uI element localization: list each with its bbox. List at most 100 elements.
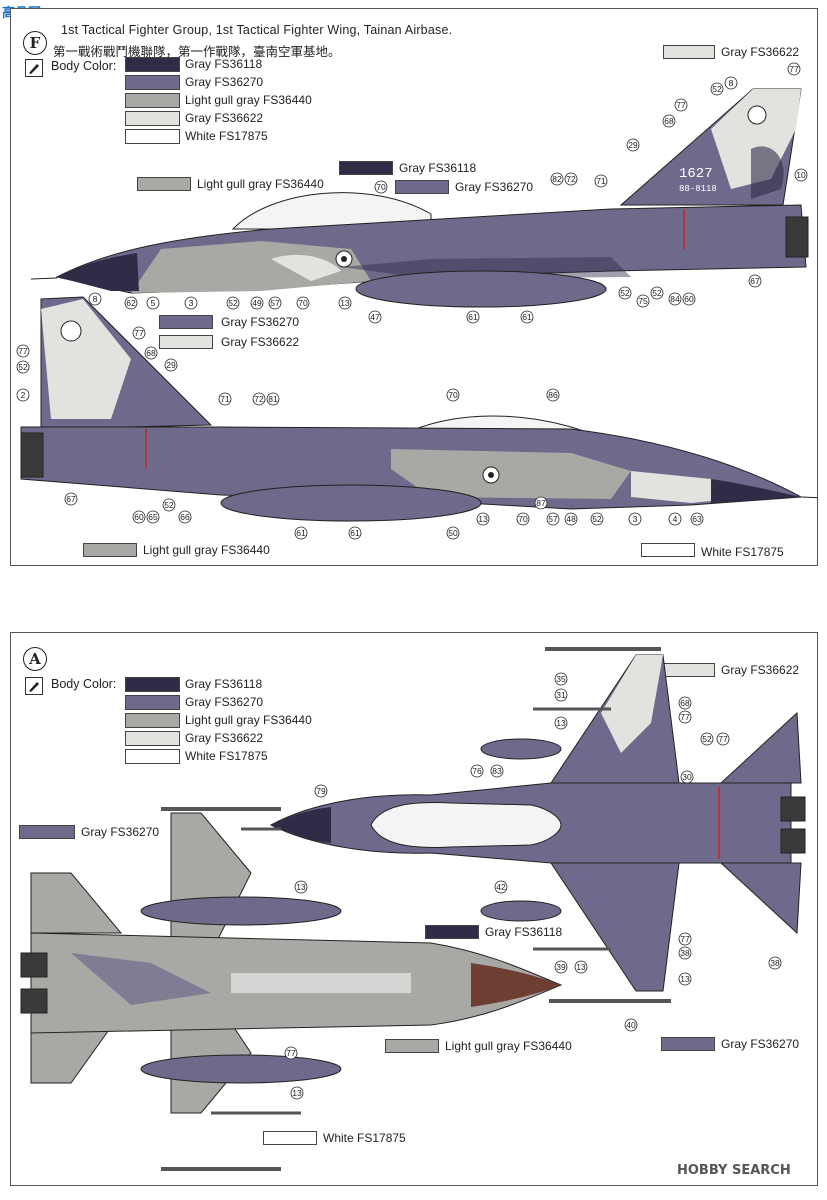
svg-text:72: 72 — [566, 174, 576, 184]
callout-number: 52 — [710, 82, 724, 96]
callout-swatch — [385, 1039, 439, 1053]
svg-text:57: 57 — [548, 514, 558, 524]
callout-swatch — [395, 180, 449, 194]
svg-text:4: 4 — [673, 514, 678, 524]
legend-label: Gray FS36118 — [185, 57, 263, 71]
callout-number: 75 — [636, 294, 650, 308]
callout-number: 60 — [132, 510, 146, 524]
svg-text:70: 70 — [376, 182, 386, 192]
callout-number: 38 — [678, 946, 692, 960]
callout-label: Gray FS36622 — [221, 335, 300, 349]
callout-number: 40 — [624, 1018, 638, 1032]
callout-number: 52 — [16, 360, 30, 374]
callout-swatch — [661, 1037, 715, 1051]
callout-number: 38 — [768, 956, 782, 970]
swatch-fs17875 — [125, 749, 180, 764]
svg-text:61: 61 — [350, 528, 360, 538]
svg-text:70: 70 — [298, 298, 308, 308]
callout-number: 13 — [338, 296, 352, 310]
callout-number: 8 — [724, 76, 738, 90]
svg-text:48: 48 — [566, 514, 576, 524]
svg-text:52: 52 — [164, 500, 174, 510]
svg-text:5: 5 — [151, 298, 156, 308]
callout-number: 60 — [682, 292, 696, 306]
legend-label: Gray FS36270 — [185, 695, 264, 709]
svg-text:84: 84 — [670, 294, 680, 304]
wing-insignia-icon — [747, 105, 767, 125]
legend-label: White FS17875 — [185, 749, 268, 763]
callout-swatch — [339, 161, 393, 175]
svg-text:76: 76 — [472, 766, 482, 776]
svg-text:47: 47 — [370, 312, 380, 322]
callout-number: 82 — [550, 172, 564, 186]
callout-label: Light gull gray FS36440 — [445, 1039, 572, 1053]
aircraft-bottom-view — [20, 807, 563, 1171]
svg-text:71: 71 — [220, 394, 230, 404]
svg-text:31: 31 — [556, 690, 566, 700]
callout-number: 70 — [446, 388, 460, 402]
callout-number: 48 — [564, 512, 578, 526]
callout-number: 67 — [748, 274, 762, 288]
svg-text:52: 52 — [620, 288, 630, 298]
callout-number: 67 — [64, 492, 78, 506]
svg-text:75: 75 — [638, 296, 648, 306]
swatch-fs36622 — [125, 111, 180, 126]
svg-text:67: 67 — [750, 276, 760, 286]
swatch-fs36270 — [125, 75, 180, 90]
callout-label: Gray FS36270 — [455, 180, 534, 194]
svg-text:77: 77 — [18, 346, 28, 356]
callout-number: 35 — [554, 672, 568, 686]
side-view-panel: F 1st Tactical Fighter Group, 1st Tactic… — [10, 8, 818, 566]
callout-label: Gray FS36622 — [721, 45, 800, 59]
svg-text:52: 52 — [18, 362, 28, 372]
callout-number: 77 — [787, 62, 801, 76]
callout-label: Gray FS36270 — [721, 1037, 800, 1051]
legend-label: Gray FS36118 — [185, 677, 263, 691]
callout-number: 63 — [690, 512, 704, 526]
callout-number: 57 — [546, 512, 560, 526]
profile-letter: F — [23, 31, 47, 55]
legend-label: Gray FS36622 — [185, 111, 264, 125]
callout-number: 70 — [296, 296, 310, 310]
callout-number: 29 — [164, 358, 178, 372]
svg-text:62: 62 — [126, 298, 136, 308]
watermark: HOBBY SEARCH — [677, 1163, 791, 1178]
svg-text:2: 2 — [21, 390, 26, 400]
callout-number: 77 — [674, 98, 688, 112]
callout-number: 77 — [678, 710, 692, 724]
svg-text:13: 13 — [478, 514, 488, 524]
callout-number: 39 — [554, 960, 568, 974]
callout-number: 71 — [218, 392, 232, 406]
swatch-fs17875 — [125, 129, 180, 144]
svg-text:63: 63 — [692, 514, 702, 524]
swatch-fs36440 — [125, 93, 180, 108]
svg-text:67: 67 — [66, 494, 76, 504]
callout-number: 79 — [314, 784, 328, 798]
callout-swatch — [159, 335, 213, 349]
svg-text:77: 77 — [680, 934, 690, 944]
svg-text:38: 38 — [770, 958, 780, 968]
callout-number: 77 — [132, 326, 146, 340]
callout-number: 61 — [466, 310, 480, 324]
callout-number: 2 — [16, 388, 30, 402]
svg-text:38: 38 — [680, 948, 690, 958]
svg-text:35: 35 — [556, 674, 566, 684]
callout-label: Light gull gray FS36440 — [197, 177, 324, 191]
callout-number: 65 — [146, 510, 160, 524]
svg-text:13: 13 — [340, 298, 350, 308]
svg-text:3: 3 — [189, 298, 194, 308]
svg-text:3: 3 — [633, 514, 638, 524]
svg-text:77: 77 — [680, 712, 690, 722]
callout-number: 52 — [590, 512, 604, 526]
callout-number: 10 — [794, 168, 808, 182]
callout-number: 13 — [678, 972, 692, 986]
svg-text:30: 30 — [682, 772, 692, 782]
svg-text:49: 49 — [252, 298, 262, 308]
callout-number: 30 — [680, 770, 694, 784]
callout-number: 13 — [290, 1086, 304, 1100]
callout-number: 50 — [446, 526, 460, 540]
legend-label: Gray FS36622 — [185, 731, 264, 745]
swatch-fs36440 — [125, 713, 180, 728]
callout-number: 13 — [476, 512, 490, 526]
